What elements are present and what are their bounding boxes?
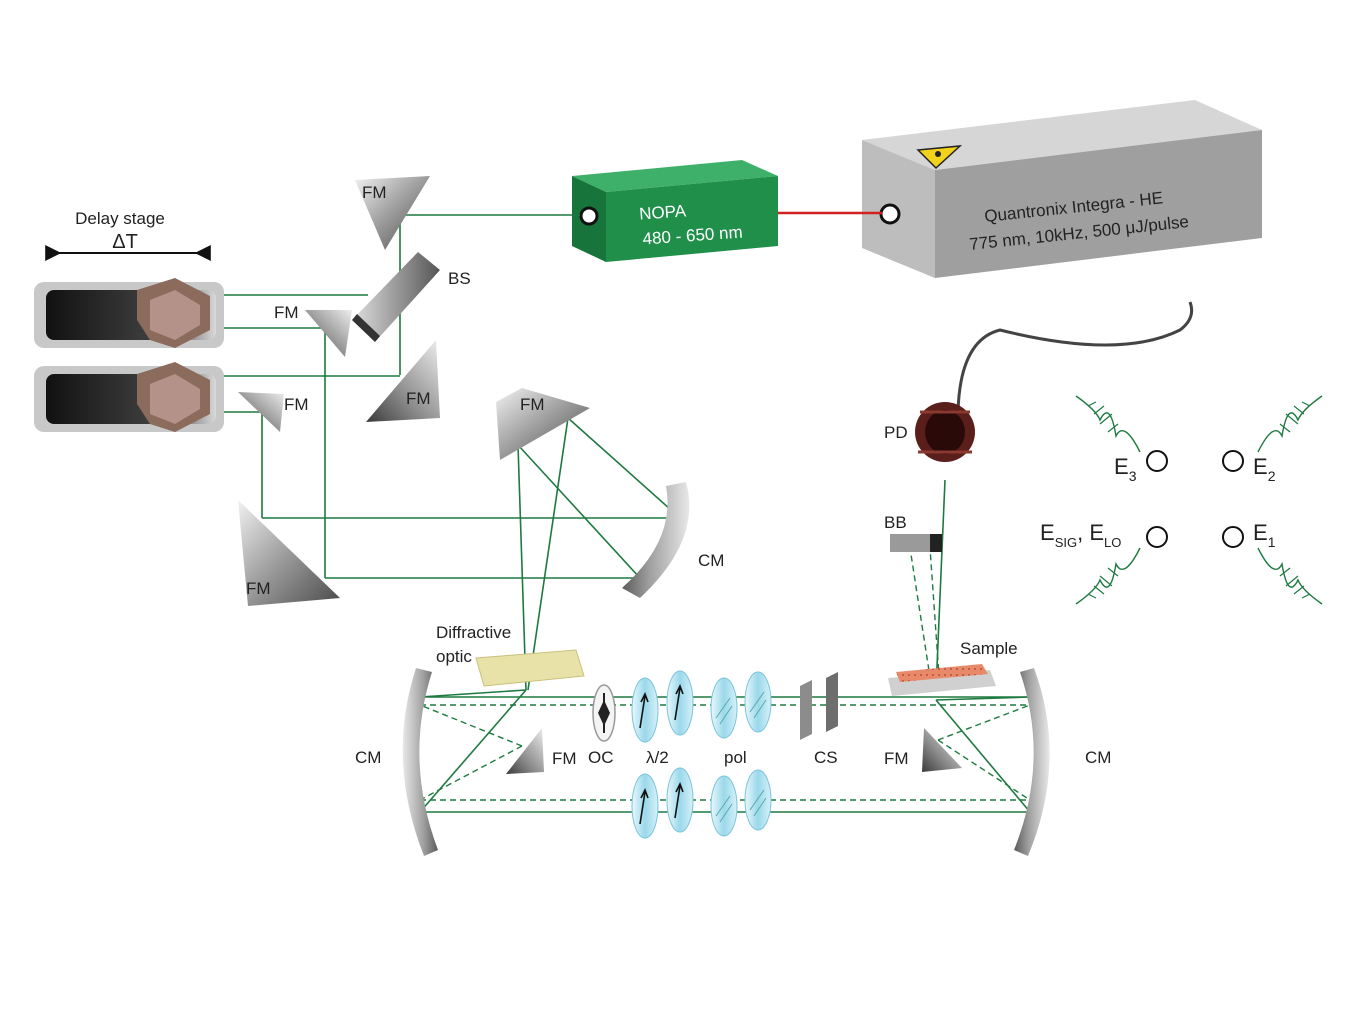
nopa-title: NOPA	[639, 201, 688, 223]
diffractive-optic-label-1: Diffractive	[436, 623, 511, 642]
pol-label: pol	[724, 748, 747, 767]
diffractive-optic	[475, 649, 585, 687]
fm-lower-left-mirror	[506, 728, 544, 774]
pulse-esig-icon	[1075, 547, 1141, 605]
fm-top-mirror	[355, 176, 430, 250]
fm-upper-center-label: FM	[520, 395, 545, 414]
delay-stage-lower	[34, 362, 224, 432]
e2-spot	[1222, 450, 1244, 472]
pulse-e2-icon	[1257, 395, 1323, 453]
fm-bottom-left-label: FM	[246, 579, 271, 598]
fm-mid-left-mirror	[305, 310, 352, 357]
nopa-box: NOPA 480 - 650 nm	[572, 160, 778, 262]
nopa-output-aperture	[579, 206, 599, 226]
e3-label: E3	[1114, 454, 1137, 484]
cm-left-mirror	[402, 668, 438, 856]
beam-paths-upper	[179, 214, 681, 691]
e1-label: E1	[1253, 520, 1276, 550]
bs-label: BS	[448, 269, 471, 288]
compensation-slides	[800, 672, 838, 740]
cm-left-label: CM	[355, 748, 381, 767]
esig-elo-label: ESIG, ELO	[1040, 520, 1121, 550]
e3-spot	[1146, 450, 1168, 472]
bb-label: BB	[884, 513, 907, 532]
fm-mid-right-mirror	[366, 340, 440, 422]
optics-lower-path	[631, 767, 772, 839]
cs-label: CS	[814, 748, 838, 767]
cm-upper-label: CM	[698, 551, 724, 570]
photodiode-cable	[956, 301, 1194, 413]
beam-splitter	[352, 252, 440, 342]
fm-upper-center-mirror	[496, 388, 590, 460]
field-legend: E3 E2 ESIG, ELO E1	[1040, 395, 1323, 605]
sample-label: Sample	[960, 639, 1018, 658]
cm-right-label: CM	[1085, 748, 1111, 767]
polarizers-upper	[710, 671, 772, 739]
photodiode	[915, 402, 975, 462]
diffractive-optic-label-2: optic	[436, 647, 472, 666]
fm-lower-left-label: FM	[552, 749, 577, 768]
fm-top-label: FM	[362, 183, 387, 202]
delay-stage-upper	[34, 278, 224, 348]
fm-lower-right-mirror	[922, 728, 962, 772]
pd-label: PD	[884, 423, 908, 442]
esig-spot	[1146, 526, 1168, 548]
fm-lower-right-label: FM	[884, 749, 909, 768]
laser-box: Quantronix Integra - HE 775 nm, 10kHz, 5…	[862, 100, 1262, 278]
cm-right-mirror	[1014, 668, 1050, 856]
half-wave-plates-upper	[631, 670, 694, 743]
fm-small-mirror	[238, 392, 284, 432]
half-wave-label: λ/2	[646, 748, 669, 767]
fm-small-label: FM	[284, 395, 309, 414]
fm-bottom-left-mirror	[238, 500, 340, 606]
fm-mid-left-label: FM	[274, 303, 299, 322]
laser-warning-icon	[916, 145, 963, 170]
laser-output-aperture	[879, 203, 901, 225]
oc-label: OC	[588, 748, 614, 767]
e1-spot	[1222, 526, 1244, 548]
optical-chopper	[592, 684, 616, 742]
cm-upper-mirror	[622, 482, 690, 598]
pulse-e3-icon	[1075, 395, 1141, 453]
beam-block	[890, 534, 942, 552]
fm-mid-right-label: FM	[406, 389, 431, 408]
e2-label: E2	[1253, 454, 1276, 484]
sample	[888, 664, 996, 696]
pulse-e1-icon	[1257, 547, 1323, 605]
delay-stage-title: Delay stage	[75, 209, 165, 228]
delay-symbol: ΔT	[112, 231, 138, 253]
